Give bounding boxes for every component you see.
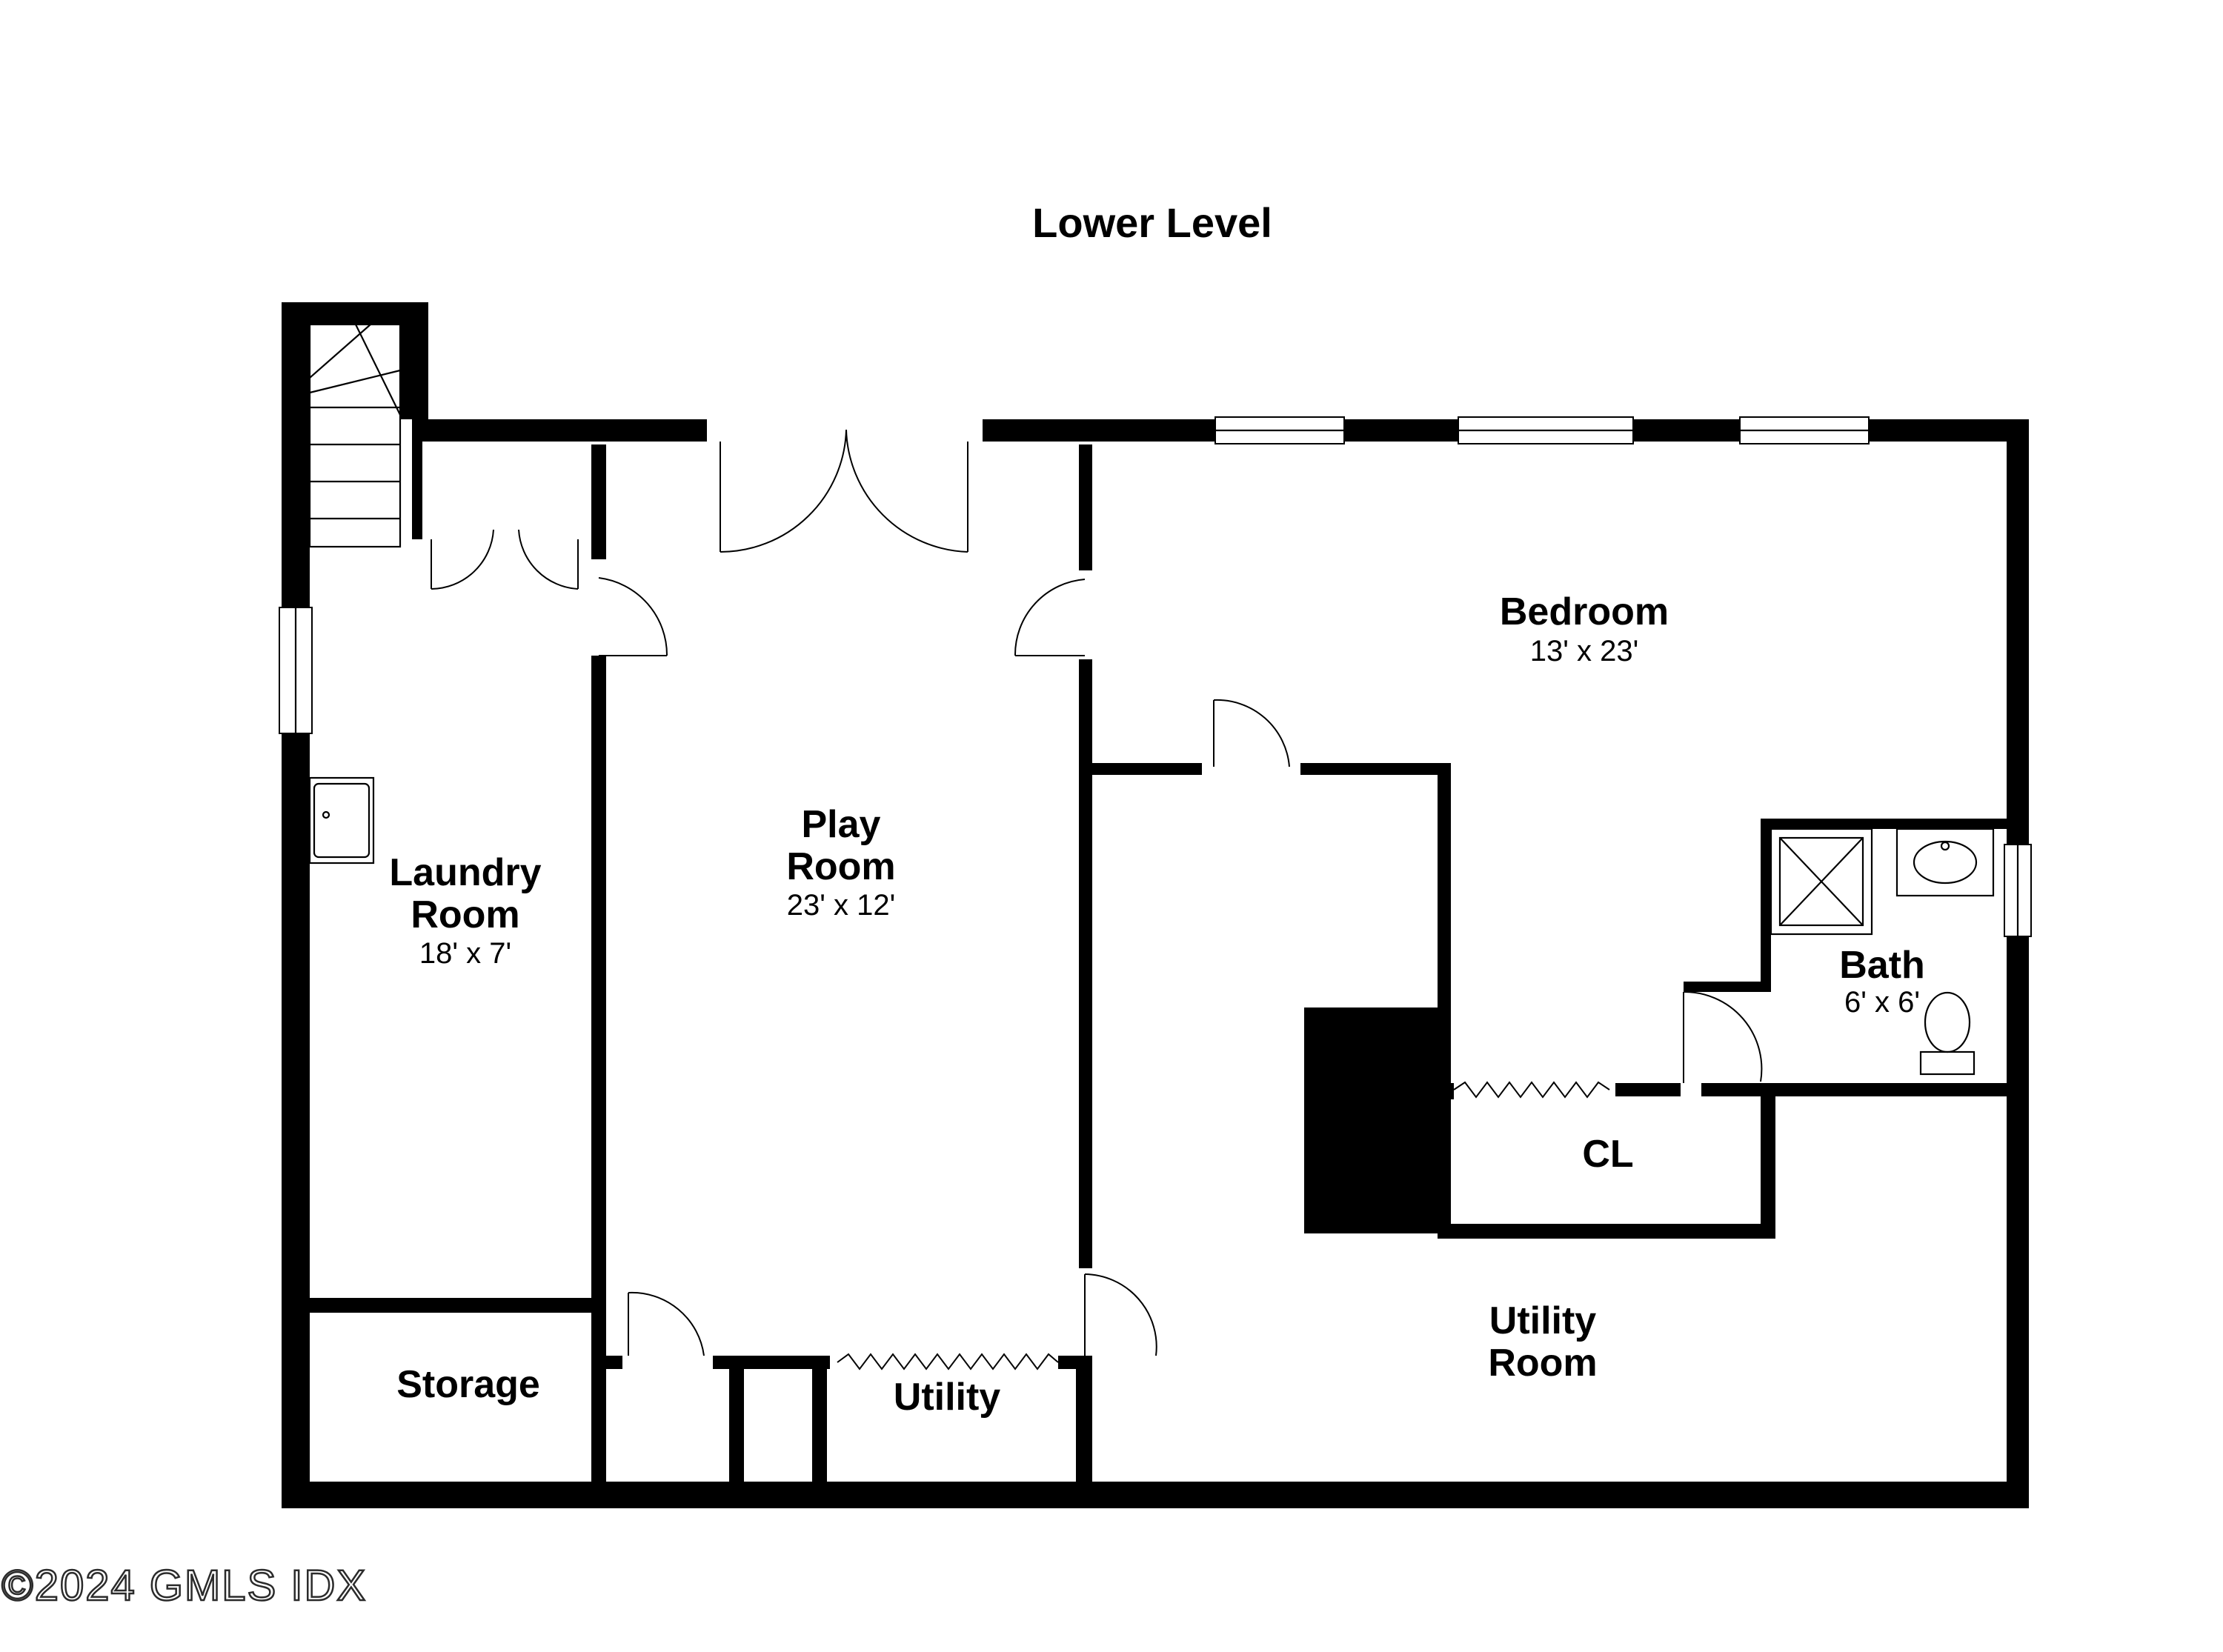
- room-closet: CL: [1582, 1133, 1633, 1176]
- room-utility-room: Utility Room: [1488, 1299, 1597, 1385]
- laundry-room-label-line2: Room: [411, 893, 519, 936]
- room-bedroom: Bedroom 13' x 23': [1500, 590, 1669, 667]
- room-utility: Utility: [894, 1376, 1001, 1419]
- bath-dimensions: 6' x 6': [1844, 986, 1920, 1019]
- fixtures: [308, 776, 1995, 1076]
- play-room-dimensions: 23' x 12': [787, 889, 895, 922]
- room-storage: Storage: [396, 1363, 540, 1406]
- utility-room-label-line2: Room: [1488, 1342, 1597, 1385]
- play-room-label-line2: Room: [786, 845, 895, 888]
- play-room-label-line1: Play: [802, 803, 881, 846]
- closet-label: CL: [1582, 1133, 1633, 1176]
- interior-walls: [310, 442, 2029, 1483]
- bath-label: Bath: [1839, 944, 1925, 987]
- utility-room-label-line1: Utility: [1489, 1299, 1597, 1342]
- storage-label: Storage: [396, 1363, 540, 1406]
- stairs: [308, 323, 402, 548]
- laundry-room-dimensions: 18' x 7': [419, 937, 511, 970]
- windows: [279, 416, 2032, 937]
- room-play: Play Room 23' x 12': [786, 803, 895, 922]
- floor-title: Lower Level: [1032, 199, 1272, 246]
- bedroom-label: Bedroom: [1500, 590, 1669, 633]
- laundry-room-label-line1: Laundry: [389, 851, 541, 894]
- door-swings: [431, 429, 1763, 1370]
- utility-label: Utility: [894, 1376, 1001, 1419]
- watermark: ©2024 GMLS IDX: [1, 1562, 367, 1610]
- room-bath: Bath 6' x 6': [1839, 944, 1925, 1019]
- room-laundry: Laundry Room 18' x 7': [389, 851, 541, 970]
- bedroom-dimensions: 13' x 23': [1530, 635, 1638, 667]
